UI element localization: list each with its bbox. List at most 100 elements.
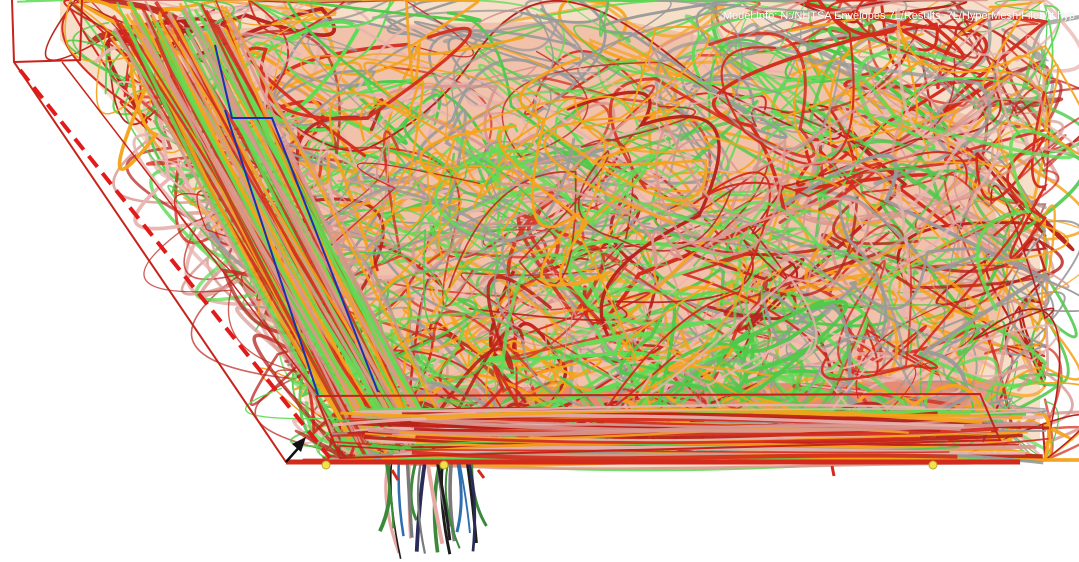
lower-trace: [390, 469, 400, 481]
trajectory-trace: [228, 17, 465, 458]
trajectory-trace: [65, 12, 174, 95]
arrow-icon: [285, 437, 306, 463]
trajectory-trace: [235, 275, 310, 365]
lower-trace: [405, 461, 414, 538]
trajectory-trace: [145, 0, 242, 116]
lower-dangling-traces: [378, 461, 836, 559]
trajectory-trace: [935, 238, 1047, 306]
trajectory-trace: [249, 84, 561, 250]
trajectory-trace: [711, 0, 965, 215]
trajectory-trace: [184, 175, 474, 298]
trajectory-trace: [854, 243, 989, 377]
trajectory-trace: [194, 23, 435, 436]
lower-trace: [416, 461, 427, 554]
trajectory-trace: [618, 299, 849, 407]
trajectory-trace: [329, 137, 499, 253]
node-marker-icon: [439, 460, 449, 470]
trajectory-trace: [332, 414, 964, 428]
trajectory-trace: [568, 100, 715, 359]
frame-blue-line: [224, 109, 319, 396]
trajectory-trace: [431, 19, 600, 107]
trajectory-trace: [681, 213, 1026, 381]
trajectory-trace: [402, 0, 525, 84]
trajectory-trace: [170, 27, 391, 440]
trajectory-trace: [567, 0, 877, 196]
trajectory-trace: [143, 34, 365, 448]
trajectory-trace: [609, 31, 816, 190]
node-marker-icon: [928, 460, 938, 470]
frame-blue-outline: [214, 44, 379, 393]
trajectory-trace: [190, 37, 435, 439]
trajectory-trace: [984, 343, 1079, 462]
frame-inner-diagonal: [61, 61, 319, 396]
trajectory-trace: [751, 88, 1002, 236]
trajectory-trace: [285, 0, 598, 174]
trajectory-trace: [415, 435, 920, 445]
trajectory-trace: [566, 90, 721, 336]
frame-dashed-diagonal: [18, 68, 332, 460]
trajectory-trace: [853, 50, 1075, 312]
trajectory-trace: [793, 57, 1011, 176]
trajectory-trace: [419, 56, 614, 287]
trajectory-trace: [331, 457, 972, 471]
trajectory-trace: [16, 0, 111, 57]
trajectory-trace: [897, 23, 1079, 156]
trajectory-trace: [155, 21, 399, 461]
frame-floor-box: [315, 392, 1002, 460]
lower-trace: [455, 461, 463, 533]
trajectory-trace: [501, 50, 956, 159]
trajectory-trace: [497, 182, 871, 268]
trajectory-trace: [212, 0, 403, 159]
trajectory-trace: [419, 258, 636, 353]
frame-top-edge: [13, 0, 83, 63]
trajectory-trace: [154, 37, 370, 461]
trajectory-trace: [113, 27, 342, 447]
trajectory-trace: [825, 71, 1065, 288]
trajectory-trace: [628, 78, 960, 361]
trajectory-trace: [560, 50, 883, 318]
trajectory-trace: [448, 149, 732, 289]
trajectory-trace: [656, 0, 843, 150]
trajectory-trace: [567, 239, 731, 355]
lower-trace: [465, 461, 478, 544]
trajectory-trace: [914, 88, 1049, 269]
lower-trace: [444, 461, 461, 549]
trajectory-trace: [809, 163, 1028, 230]
trajectory-trace: [975, 91, 1049, 259]
trajectory-trace: [621, 259, 772, 434]
lower-trace: [425, 461, 445, 545]
lower-trace: [435, 461, 452, 541]
node-markers: [321, 460, 938, 470]
trajectory-trace: [790, 0, 968, 28]
trajectory-trace: [182, 6, 415, 440]
trajectory-trace: [477, 63, 701, 226]
trajectory-trace: [410, 408, 1039, 413]
trajectory-trace: [970, 0, 1079, 155]
trajectory-trace: [893, 34, 1047, 273]
trajectory-trace: [370, 137, 576, 243]
envelope-frame: [11, 0, 1020, 465]
lower-trace: [409, 461, 418, 521]
model-info-label: Model Info: N:/NHTSA Envelopes 7L/Result…: [722, 10, 1075, 22]
trajectory-trace: [173, 162, 481, 301]
node-marker-icon: [321, 460, 331, 470]
lower-trace: [384, 461, 395, 529]
trajectory-trace: [720, 0, 984, 166]
trajectory-trace: [787, 0, 1046, 125]
trajectory-trace: [468, 224, 788, 322]
trajectory-trace: [359, 61, 456, 231]
trajectory-trace: [880, 148, 1079, 356]
lower-trace: [476, 469, 486, 479]
trajectory-trace: [328, 91, 840, 197]
trajectory-trace: [846, 169, 1019, 355]
trajectory-trace: [472, 25, 710, 208]
trajectory-trace: [131, 18, 352, 435]
trajectory-trace: [614, 59, 951, 289]
trajectory-trace: [681, 233, 1064, 318]
trajectory-trace: [536, 0, 833, 139]
trajectory-trace: [523, 50, 655, 136]
trajectory-trace: [64, 0, 214, 154]
lower-trace: [378, 461, 392, 533]
